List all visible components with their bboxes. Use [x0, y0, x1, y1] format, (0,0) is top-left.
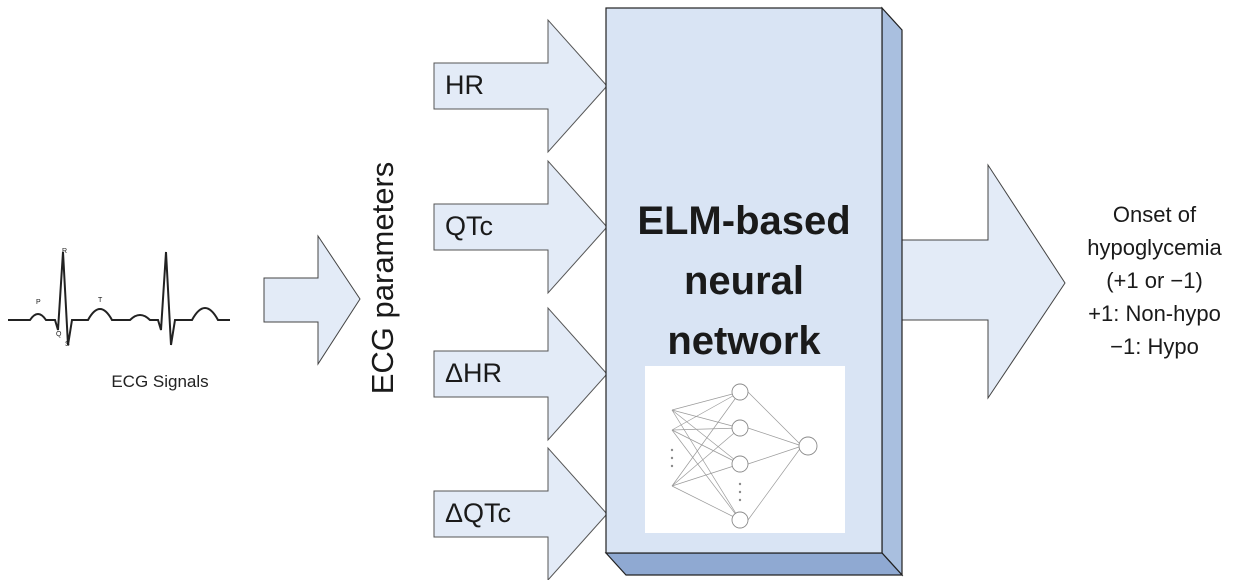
input-arrow-delta-qtc	[433, 446, 608, 580]
input-arrow-hr	[433, 18, 608, 154]
input-arrow-qtc	[433, 159, 608, 295]
box-bottom	[604, 552, 904, 576]
ecg-label-t: T	[98, 297, 103, 304]
model-title-line-3: network	[667, 319, 821, 363]
network-thumbnail	[645, 366, 845, 533]
ecg-label-q: Q	[56, 331, 62, 338]
model-title-line-1: ELM-based	[637, 199, 850, 243]
output-line-3: (+1 or −1)	[1106, 268, 1203, 293]
input-label-delta-qtc: ΔQTc	[445, 498, 511, 528]
input-label-delta-hr: ΔHR	[445, 358, 502, 388]
output-line-2: hypoglycemia	[1087, 235, 1222, 260]
ecg-label-s: S	[65, 341, 70, 348]
output-line-5: −1: Hypo	[1110, 334, 1199, 359]
ecg-caption: ECG Signals	[111, 372, 209, 391]
input-arrow-delta-hr	[433, 306, 608, 442]
input-label-hr: HR	[445, 70, 484, 100]
ecg-label-p: P	[36, 299, 41, 306]
box-side	[881, 6, 903, 577]
input-label-qtc: QTc	[445, 211, 493, 241]
ecg-parameters-label: ECG parameters	[365, 162, 400, 395]
output-description: Onset of hypoglycemia (+1 or −1) +1: Non…	[1062, 198, 1247, 363]
ecg-label-r: R	[62, 248, 67, 255]
ecg-to-params-arrow	[263, 234, 361, 366]
model-title-line-2: neural	[684, 259, 804, 303]
ecg-waveform: P T R Q S	[8, 248, 230, 348]
output-line-4: +1: Non-hypo	[1088, 301, 1221, 326]
output-arrow	[879, 163, 1066, 400]
output-line-1: Onset of	[1112, 202, 1197, 227]
